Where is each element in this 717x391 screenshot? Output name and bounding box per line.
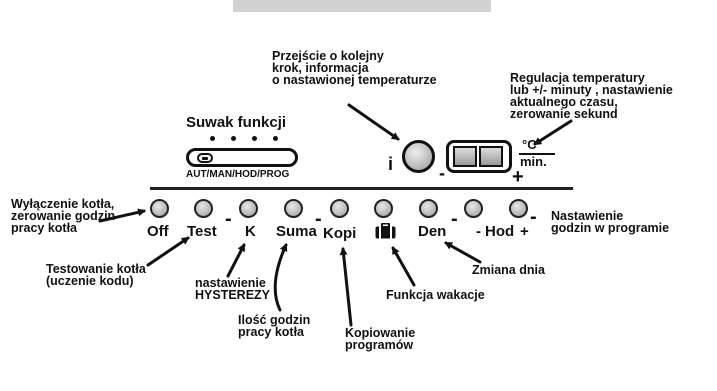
den-label: Den <box>418 223 447 240</box>
annotation-test: Testowanie kotła (uczenie kodu) <box>46 262 146 288</box>
unit-celsius: °C <box>522 137 537 152</box>
test-button[interactable] <box>194 199 213 218</box>
panel-line <box>150 187 573 190</box>
k-button[interactable] <box>239 199 258 218</box>
annotation-off: Wyłączenie kotła, zerowanie godzin pracy… <box>11 197 116 235</box>
kopi-button[interactable] <box>330 199 349 218</box>
kopi-dash: - <box>315 208 322 230</box>
vacation-button[interactable] <box>374 199 393 218</box>
off-button[interactable] <box>150 199 169 218</box>
off-label: Off <box>147 223 169 240</box>
arrow-off <box>98 208 146 223</box>
annotation-vacation: Funkcja wakacje <box>386 288 485 302</box>
arrow-day-change <box>444 241 482 264</box>
annotation-temp-adjust: Regulacja temperatury lub +/- minuty , n… <box>510 71 673 121</box>
annotation-program-hours: Nastawienie godzin w programie <box>551 209 670 235</box>
slider-title: Suwak funkcji <box>186 114 287 131</box>
arrow-next-step <box>347 103 400 141</box>
hod-plus-dash: - <box>530 206 537 228</box>
hod-label: Hod <box>485 223 515 240</box>
suitcase-icon <box>375 222 396 239</box>
arrow-test <box>146 236 190 267</box>
k-dash: - <box>225 208 232 230</box>
temperature-rocker[interactable] <box>446 140 512 173</box>
slider-dots <box>210 136 282 142</box>
hod-plus-button[interactable] <box>509 199 528 218</box>
annotation-copy: Kopiowanie programów <box>345 326 416 352</box>
function-slider[interactable] <box>186 148 298 167</box>
rocker-plus-key[interactable] <box>479 146 503 167</box>
k-label: K <box>245 223 256 240</box>
kopi-label: Kopi <box>323 225 357 242</box>
rocker-minus-key[interactable] <box>453 146 477 167</box>
arrow-hours <box>273 243 288 312</box>
slider-knob[interactable] <box>197 153 213 163</box>
den-button[interactable] <box>419 199 438 218</box>
arrow-copy <box>339 247 353 327</box>
arrow-vacation <box>391 246 416 287</box>
hod-dash: - <box>476 223 481 240</box>
hod-plus: + <box>520 223 529 240</box>
arrow-hysteresis <box>226 243 246 278</box>
arrow-temp-adjust <box>533 119 573 146</box>
display-minus: - <box>439 163 445 183</box>
info-key-label: i <box>388 154 394 174</box>
suma-label: Suma <box>276 223 317 240</box>
annotation-hours: Ilość godzin pracy kotła <box>238 313 311 339</box>
annotation-hysteresis: nastawienie HYSTEREZY <box>195 276 271 302</box>
den-dash: - <box>451 208 458 230</box>
unit-minutes: min. <box>520 154 547 169</box>
annotation-day-change: Zmiana dnia <box>472 263 545 277</box>
test-label: Test <box>187 223 217 240</box>
display-plus: + <box>512 166 524 188</box>
info-button[interactable] <box>402 140 435 173</box>
top-bar <box>233 0 491 12</box>
unit-divider <box>519 153 555 155</box>
annotation-next-step: Przejście o kolejny krok, informacja o n… <box>272 49 437 87</box>
slider-modes: AUT/MAN/HOD/PROG <box>186 169 290 180</box>
suma-button[interactable] <box>284 199 303 218</box>
hod-minus-button[interactable] <box>464 199 483 218</box>
